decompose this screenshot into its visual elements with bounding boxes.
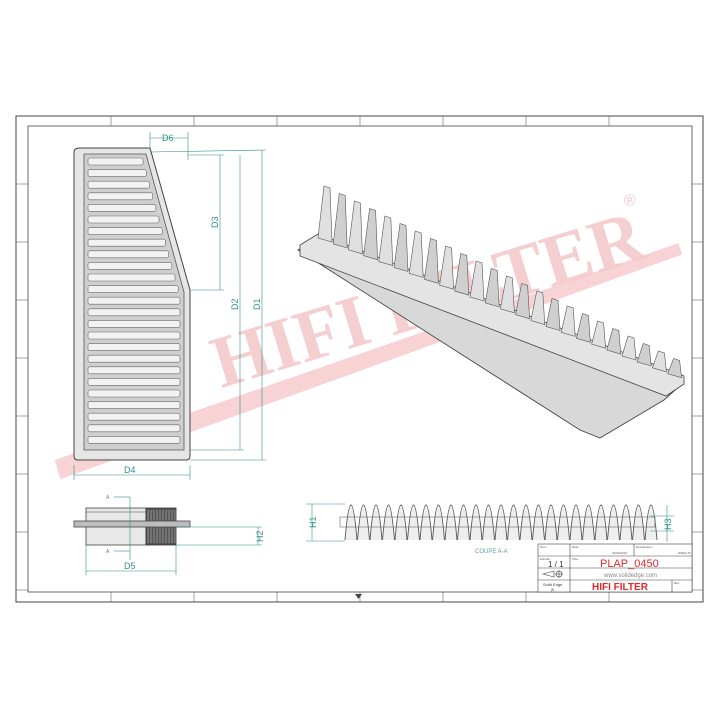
- website: www.solidedge.com: [603, 573, 657, 579]
- dimension-d4: D4: [124, 465, 136, 475]
- scale-value: 1 / 1: [548, 560, 564, 569]
- date-value: 23/02/2016: [612, 551, 627, 555]
- isometric-view: [297, 185, 685, 439]
- dimension-d6: D6: [162, 133, 174, 143]
- outer-frame: [15, 115, 704, 603]
- scale-label: Echelle :: [540, 557, 552, 561]
- designer-label: Dessinateur :: [636, 545, 654, 549]
- dimension-h1: H1: [308, 516, 318, 528]
- section-marker-top: A: [106, 495, 110, 501]
- dimension-d5: D5: [124, 561, 136, 571]
- software-name: Solid Edge: [543, 582, 563, 587]
- side-view: [73, 507, 191, 546]
- dimension-h2: H2: [255, 530, 265, 542]
- isometric-pleats: [317, 185, 682, 379]
- title-block: [537, 543, 693, 593]
- date-label: Date :: [572, 545, 580, 549]
- frame-grid-ticks: [16, 116, 703, 602]
- frame-center-mark-icon: [355, 594, 362, 599]
- section-view: [339, 504, 658, 541]
- title-label: Titre :: [572, 557, 580, 561]
- section-marker-bottom: A: [106, 549, 110, 555]
- top-view-dimensions: [73, 132, 267, 480]
- top-view: [73, 147, 191, 461]
- section-view-dimensions: [306, 503, 674, 542]
- dimension-h3: H3: [663, 518, 673, 530]
- dimension-d3: D3: [210, 216, 220, 228]
- dimension-d2: D2: [230, 298, 240, 310]
- top-view-pleats: [87, 157, 181, 444]
- section-label: COUPE A-A: [475, 549, 508, 555]
- side-view-dimensions: [85, 496, 262, 575]
- name-label: Nom :: [540, 545, 548, 549]
- projection-symbol-icon: [541, 570, 563, 578]
- brand-name: HIFI FILTER: [592, 582, 649, 593]
- dimension-d1: D1: [252, 298, 262, 310]
- part-number: PLAP_0450: [600, 558, 659, 570]
- designer-value: HIDEA.M: [678, 551, 691, 555]
- software-sub: jS: [550, 588, 555, 592]
- registered-mark: ®: [622, 191, 638, 211]
- rev-label: Rev :: [674, 581, 681, 585]
